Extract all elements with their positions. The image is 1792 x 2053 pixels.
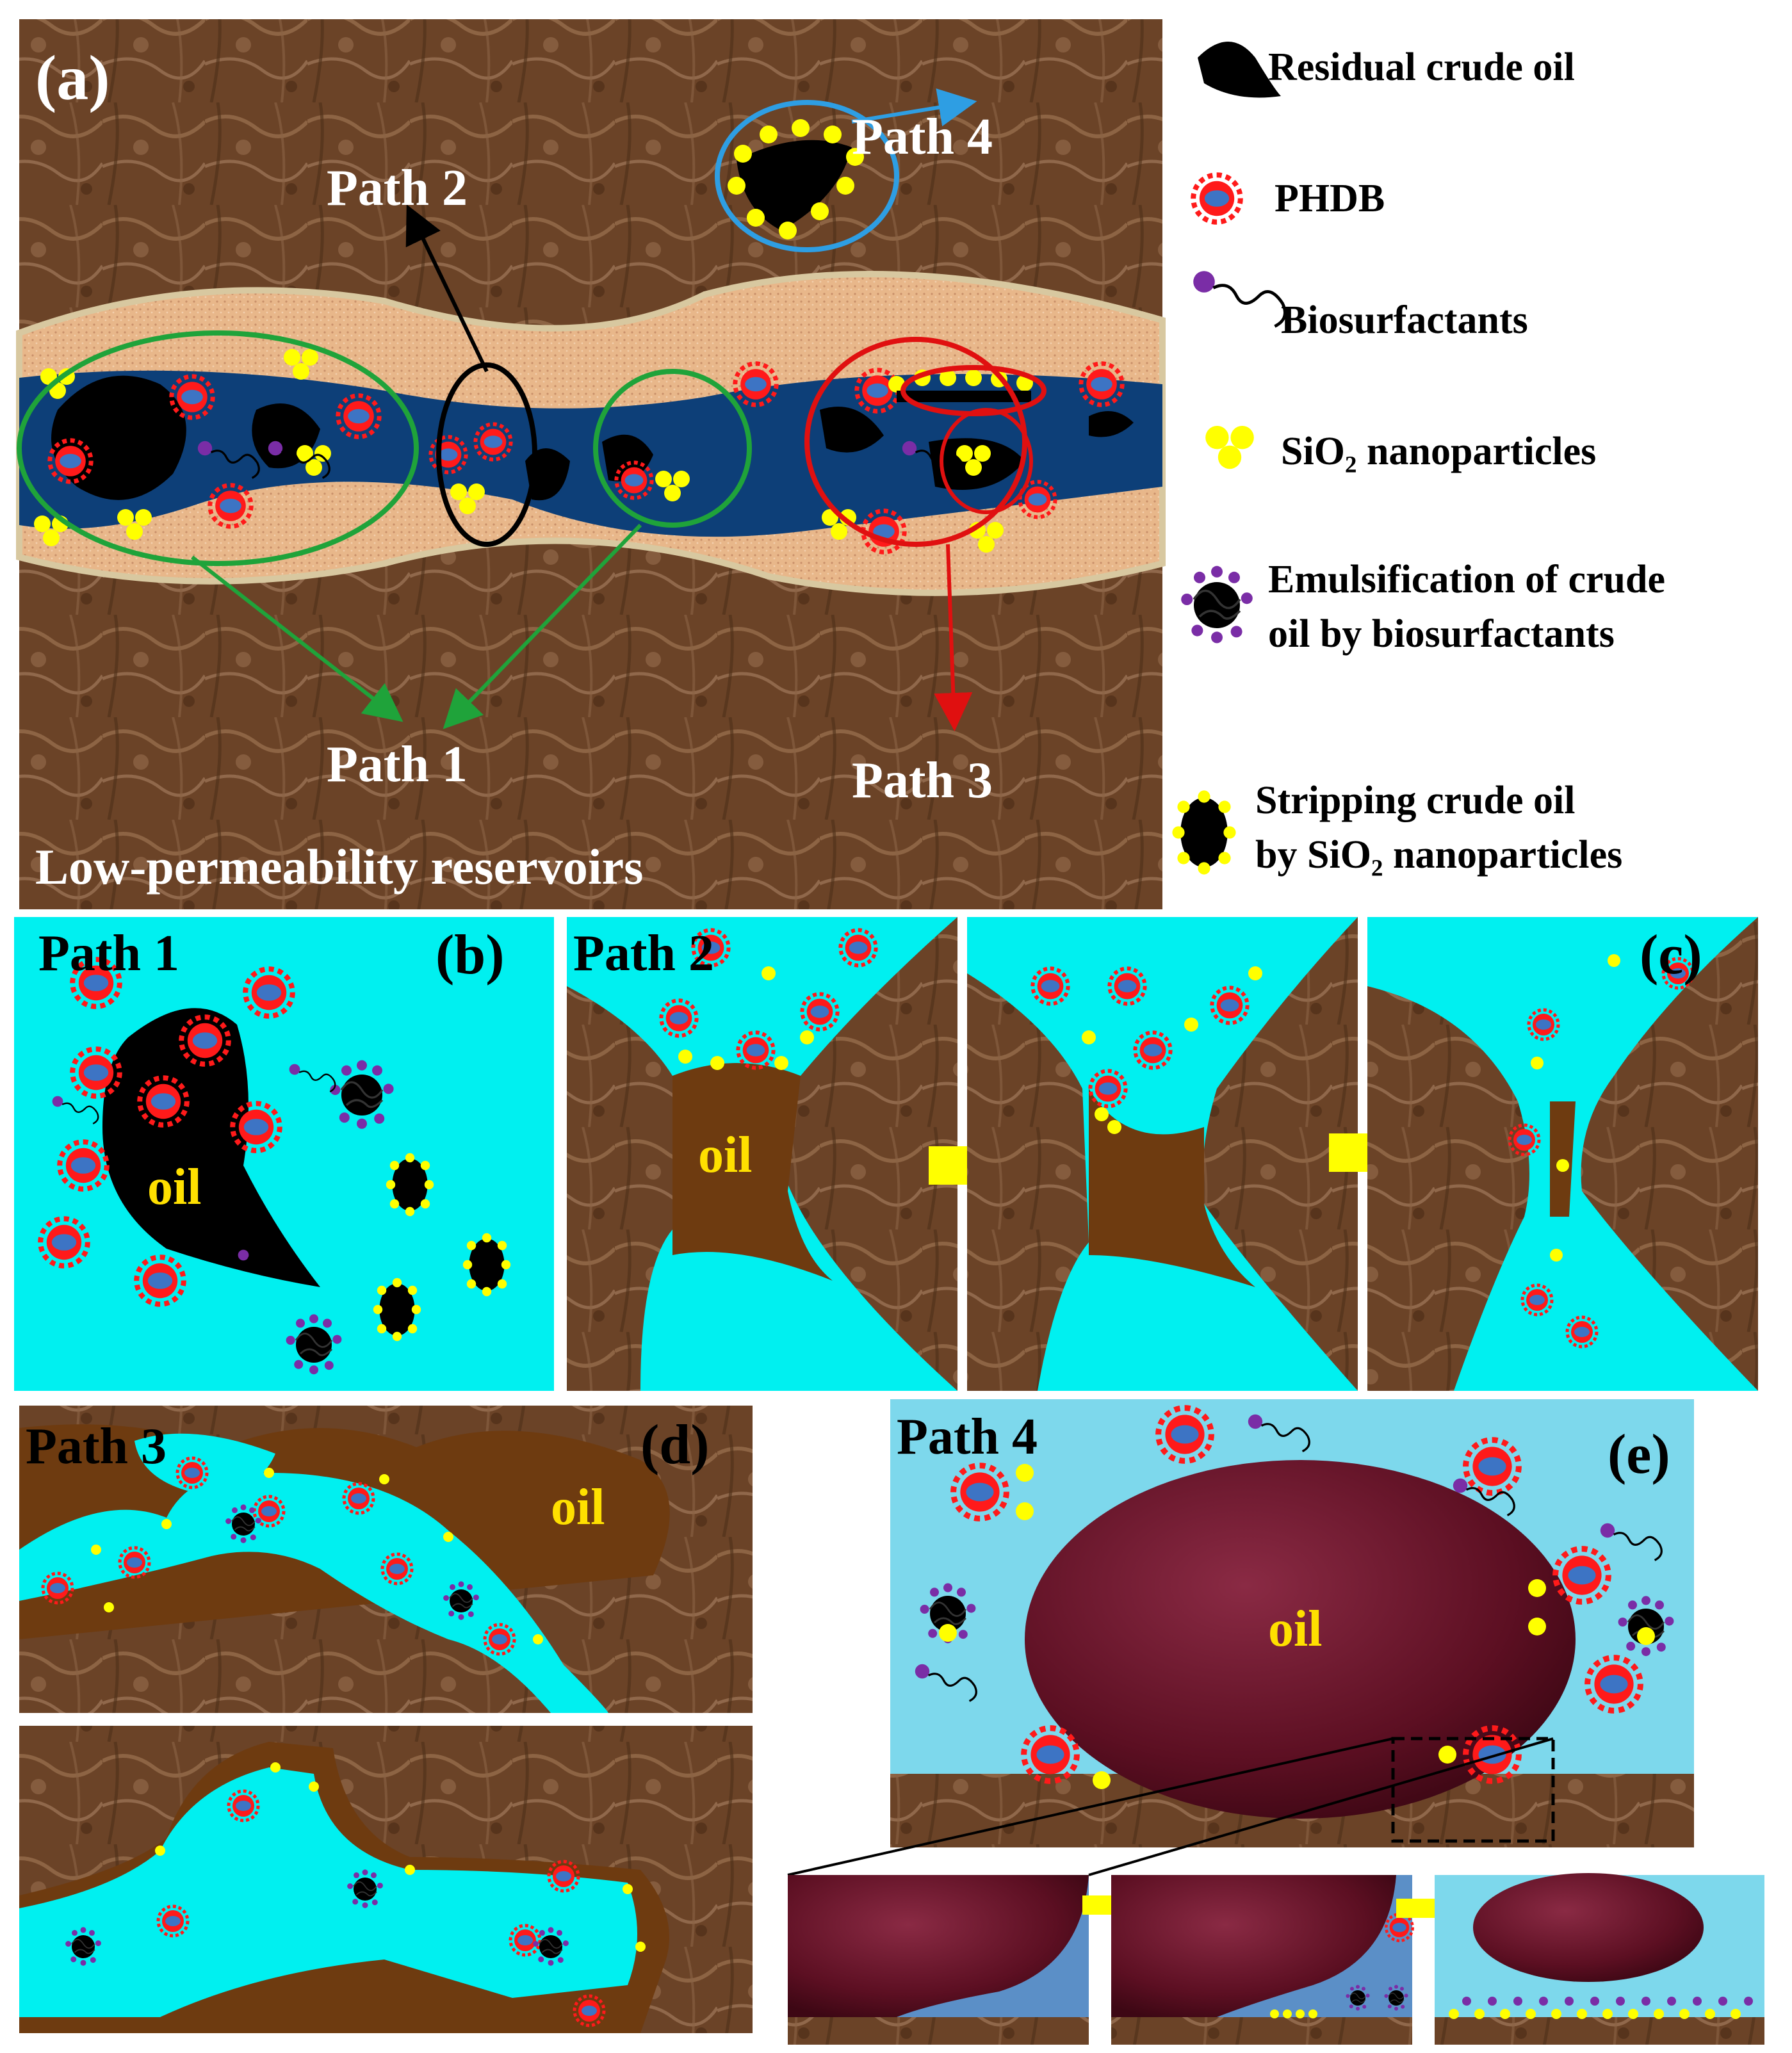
panel-d-frame-1: Path 3 (d) oil — [19, 1406, 753, 1713]
legend-stripping-line2: by SiO₂ nanoparticles — [1255, 833, 1622, 877]
legend-stripping-line1: Stripping crude oil — [1255, 779, 1576, 822]
legend-stripping: Stripping crude oil by SiO₂ nanoparticle… — [1172, 779, 1622, 877]
panel-e: Path 4 (e) oil — [787, 1399, 1764, 2045]
panel-e-letter: (e) — [1608, 1424, 1670, 1486]
legend-residual-oil: Residual crude oil — [1198, 42, 1575, 98]
legend-biosurfactants-label: Biosurfactants — [1281, 298, 1528, 342]
panel-c-oil-label: oil — [698, 1127, 752, 1183]
panel-a-letter: (a) — [35, 42, 110, 113]
path4-label: Path 4 — [852, 109, 993, 165]
panel-e-title: Path 4 — [897, 1409, 1038, 1465]
biosurfactant-icon — [1193, 271, 1285, 326]
zoom-box — [1391, 1737, 1555, 1843]
path-highlights — [17, 88, 1047, 731]
panel-d-letter: (d) — [640, 1414, 710, 1476]
legend-sio2-label: SiO₂ nanoparticles — [1281, 430, 1596, 473]
emulsification-icon — [1180, 564, 1254, 645]
panel-d-oil-label: oil — [551, 1479, 605, 1536]
panel-b-oil-label: oil — [147, 1159, 201, 1215]
panel-e-oil-label: oil — [1268, 1601, 1322, 1657]
panel-b-letter: (b) — [436, 924, 505, 986]
panel-e-inset-1 — [788, 1875, 1089, 2045]
panel-a: (a) Path 2 Path 4 Path 1 Path 3 Low-perm… — [16, 19, 1166, 909]
path2-label: Path 2 — [327, 160, 468, 216]
legend-biosurfactants: Biosurfactants — [1193, 271, 1528, 342]
panel-c: oil Path 2 — [567, 917, 1758, 1391]
panel-d-frame-2 — [19, 1726, 753, 2033]
panel-d: Path 3 (d) oil — [19, 1406, 753, 2033]
panel-e-inset-2 — [1111, 1875, 1413, 2045]
panel-b: Path 1 (b) oil — [14, 917, 554, 1391]
legend-emulsification: Emulsification of crude oil by biosurfac… — [1180, 558, 1665, 656]
panel-d-title: Path 3 — [26, 1418, 167, 1475]
panel-c-frame-2 — [967, 917, 1358, 1391]
panel-a-subtitle: Low-permeability reservoirs — [35, 839, 643, 895]
panel-c-frame-1: oil Path 2 — [567, 917, 957, 1391]
path1-label: Path 1 — [327, 736, 468, 793]
oil-plug — [672, 1063, 833, 1281]
residual-oil-icon — [1198, 42, 1281, 98]
phdb-icon — [1193, 175, 1241, 222]
panel-c-title: Path 2 — [573, 925, 714, 982]
legend: Residual crude oil PHDB Biosurfactants S… — [1172, 42, 1665, 877]
panel-e-inset-3 — [1435, 1873, 1764, 2045]
oil-film — [897, 391, 1031, 402]
legend-phdb: PHDB — [1193, 175, 1385, 222]
large-oil-drop — [1025, 1460, 1576, 1819]
sio2-icon — [1205, 426, 1254, 469]
panel-c-frame-3: (c) — [1367, 917, 1758, 1391]
panel-b-title: Path 1 — [38, 925, 179, 982]
legend-emulsification-line2: oil by biosurfactants — [1268, 612, 1615, 656]
legend-phdb-label: PHDB — [1275, 177, 1385, 220]
legend-sio2: SiO₂ nanoparticles — [1205, 426, 1596, 473]
legend-residual-oil-label: Residual crude oil — [1268, 45, 1575, 89]
legend-emulsification-line1: Emulsification of crude — [1268, 558, 1665, 601]
panel-c-letter: (c) — [1640, 924, 1702, 986]
stripping-icon — [1172, 790, 1236, 875]
path3-label: Path 3 — [852, 752, 993, 809]
